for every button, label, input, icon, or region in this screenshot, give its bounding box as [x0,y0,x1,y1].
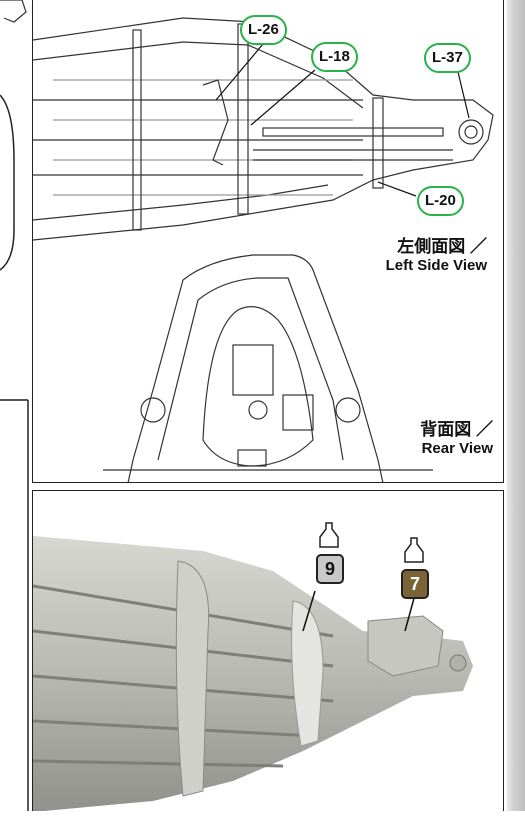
diagram-panel: L-26 L-18 L-37 L-20 左側面図 ／ Left Side Vie… [32,0,504,483]
photo-panel: 9 7 [32,490,504,811]
leader-lines [215,43,470,197]
paint-number: 7 [401,569,429,599]
caption-ja: 背面図 ／ [420,420,493,439]
caption-ja: 左側面図 ／ [397,237,487,256]
paint-bottle-icon [404,537,424,563]
assembled-part-photo [33,491,503,811]
binding-edge [507,0,525,811]
paint-bottle-icon [319,522,339,548]
previous-page-fragment [0,0,29,811]
rear-view-caption: 背面図 ／ Rear View [420,415,493,457]
paint-number: 9 [316,554,344,584]
callout-l37: L-37 [424,43,471,73]
rear-view-drawing [103,254,433,482]
left-side-view-caption: 左側面図 ／ Left Side View [386,232,487,274]
callout-l20: L-20 [417,186,464,216]
paint-bottle-9: 9 [316,521,344,584]
caption-en: Rear View [421,440,493,457]
paint-bottle-7: 7 [401,536,429,599]
caption-en: Left Side View [385,257,487,274]
callout-l18: L-18 [311,42,358,72]
previous-page-edge [0,0,30,811]
callout-l26: L-26 [240,15,287,45]
left-side-view-drawing [33,17,494,241]
